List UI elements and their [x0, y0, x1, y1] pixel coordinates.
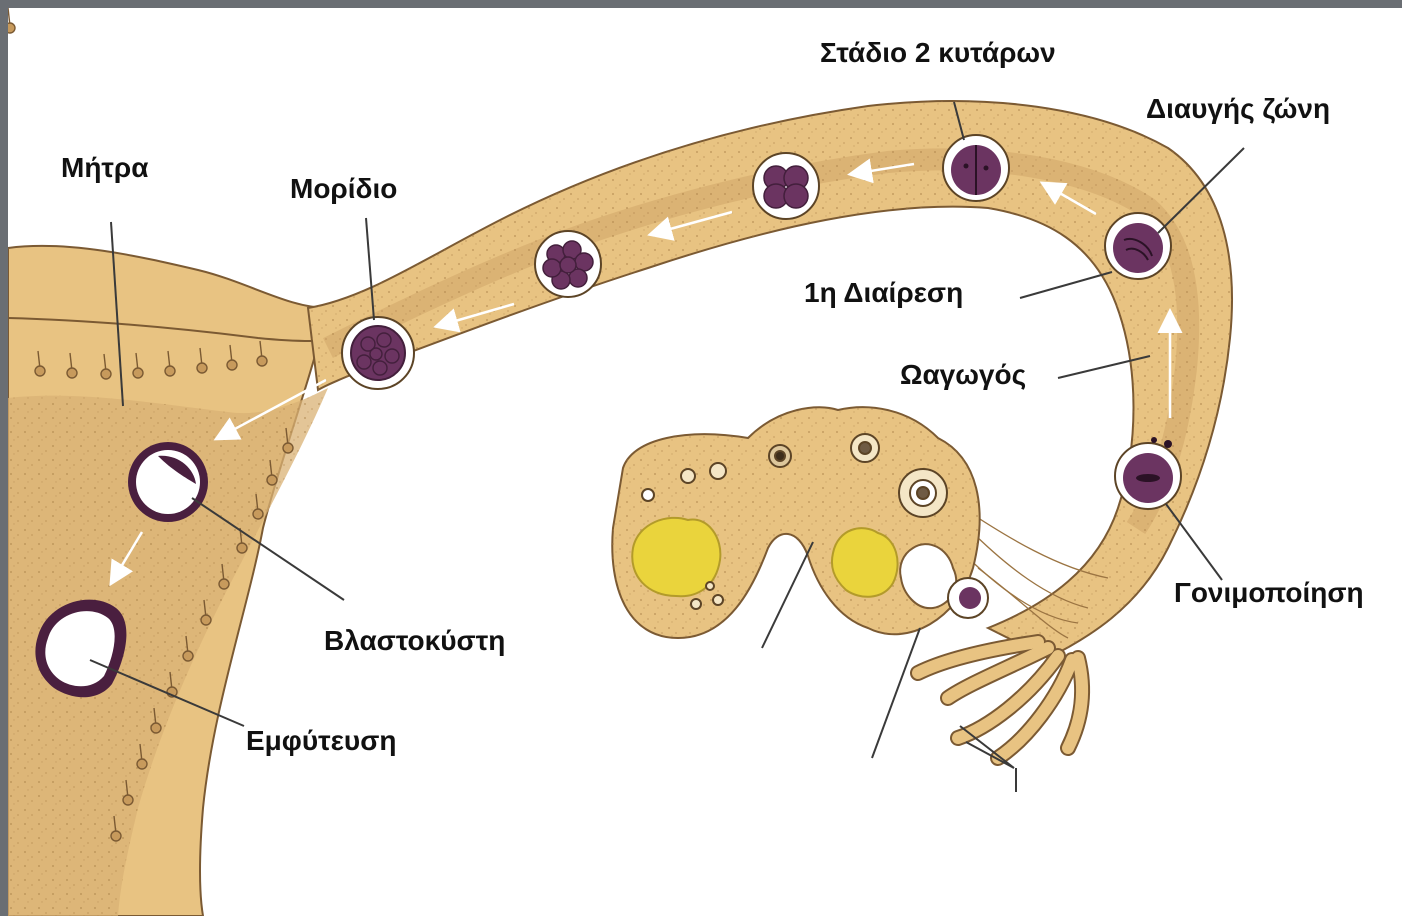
- fimbriae-fill: [918, 642, 1082, 758]
- diagram-canvas: Μήτρα Μορίδιο Στάδιο 2 κυτάρων Διαυγής ζ…: [8, 8, 1402, 916]
- label-morula: Μορίδιο: [290, 172, 397, 206]
- blastocyst: [128, 442, 208, 522]
- label-two-cell-stage: Στάδιο 2 κυτάρων: [820, 36, 1056, 70]
- label-oviduct: Ωαγωγός: [900, 358, 1026, 392]
- label-uterus: Μήτρα: [61, 151, 148, 185]
- label-blastocyst: Βλαστοκύστη: [324, 624, 505, 658]
- first-division-cell: [1105, 213, 1171, 279]
- four-cell-embryo: [753, 153, 819, 219]
- eight-cell-embryo: [535, 231, 601, 297]
- released-oocyte: [948, 578, 988, 618]
- label-first-division: 1η Διαίρεση: [804, 276, 963, 310]
- label-fertilization: Γονιμοποίηση: [1174, 576, 1364, 610]
- embryo-development-diagram: [8, 8, 1402, 916]
- label-implantation: Εμφύτευση: [246, 724, 396, 758]
- two-cell-embryo: [943, 135, 1009, 201]
- morula: [342, 317, 414, 389]
- label-zona-pellucida: Διαυγής ζώνη: [1146, 92, 1330, 126]
